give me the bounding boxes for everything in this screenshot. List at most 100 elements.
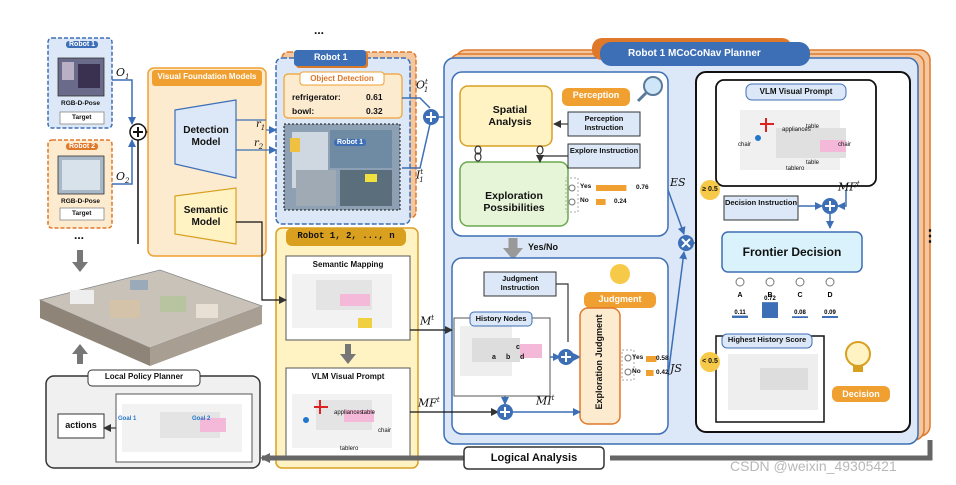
node-c: c [516,344,520,351]
perc-no-label: No [580,197,589,204]
od-item-1-value: 0.32 [366,106,383,116]
goal2-label: Goal 2 [192,416,211,422]
judg-no-bar [646,370,654,376]
option-value-D: 0.09 [824,310,836,316]
actions-label: actions [65,420,97,430]
lt-threshold: < 0.5 [702,358,718,365]
robot1-panel-title: Robot 1 [314,52,348,62]
vfm-title: Visual Foundation Models [157,72,257,81]
o1t-label: Ot1 [416,78,429,94]
map-chair-left: chair [738,142,752,148]
decision-mf-label: MFt [838,180,860,194]
map-tablero: tablero [786,166,805,172]
option-bar-A [732,315,748,318]
mi-label: MIt [536,394,555,408]
od-item-0-name: refrigerator: [292,92,341,102]
semantic-mapping-label: Semantic Mapping [312,260,384,269]
perc-yes-value: 0.76 [636,184,649,191]
exploration-judgment-label: Exploration Judgment [594,314,604,410]
robot2-card-label: Robot 2 [66,143,99,150]
node-b: b [506,354,511,361]
robot1-rgbd: RGB-D-Pose [61,100,101,107]
goal1-label: Goal 1 [118,416,137,422]
node-d: d [520,354,525,361]
map-chair: chair [838,142,852,148]
option-bar-C [792,316,808,318]
judgment-tag: Judgment [598,294,642,304]
option-bar-D [822,316,838,318]
perc-yes-bar [596,185,627,191]
judg-no-value: 0.42 [656,369,669,376]
robots-ellipsis: ... [74,228,85,242]
highest-history-label: Highest History Score [727,335,807,344]
option-marker-C [795,277,805,287]
shared-vlm-label: VLM Visual Prompt [311,372,385,381]
o2-label: O2 [116,170,130,186]
ge-threshold: ≥ 0.5 [702,186,718,193]
map-appliances: appliances [782,127,811,133]
judg-yes-bar [646,356,657,362]
od-item-0-value: 0.61 [366,92,383,102]
perception-tag: Perception [572,90,620,100]
od-title: Object Detection [310,74,374,83]
node-a: a [492,354,496,361]
mt-label: Mt [420,314,435,328]
map2-table: table [362,410,376,416]
js-label: JS [670,362,682,375]
option-value-A: 0.11 [734,310,746,316]
option-marker-A [735,277,745,287]
logical-analysis-label: Logical Analysis [490,452,578,464]
history-nodes-label: History Nodes [475,314,527,323]
i1t-label: It1 [416,168,424,184]
option-bar-B [762,302,778,318]
judg-yes-label: Yes [632,354,644,361]
shared-robots-title: Robot 1, 2, ..., n [297,231,395,241]
map-table2: table [806,160,820,166]
house-3d-image [38,269,264,366]
frontier-option-bars: A 0.11 B0.72 C 0.08 D 0.09 [732,277,838,318]
robot1-top-ellipsis: ... [314,23,325,37]
judg-yes-value: 0.58 [656,355,669,362]
explore-instruction: Explore Instruction [569,146,639,155]
map-table: table [806,124,820,130]
r2-label: r2 [254,138,264,151]
perception-probability-bars [596,185,627,205]
option-label-C: C [797,292,802,299]
planner-title: Robot 1 MCoCoNav Planner [628,48,761,59]
perception-instruction: Perception Instruction [584,114,624,132]
detection-model-label: Detection Model [183,125,229,148]
option-value-C: 0.08 [794,310,806,316]
perc-no-bar [596,199,606,205]
o1-label: O1 [116,66,130,82]
judg-no-label: No [632,368,641,375]
frontier-decision-label: Frontier Decision [742,245,842,259]
r1-label: r1 [256,119,266,132]
option-value-B: 0.72 [764,296,776,302]
judgment-instruction: Judgment Instruction [500,274,540,292]
yes-no-label: Yes/No [528,242,559,252]
option-marker-B [765,277,775,287]
robot2-target: Target [72,210,92,217]
robot1-target: Target [72,114,92,121]
watermark: CSDN @weixin_49305421 [730,458,897,474]
map2-chair: chair [378,428,392,434]
robot1-card-label: Robot 1 [66,41,99,48]
decision-instruction: Decision Instruction [724,198,798,207]
robot1-img-label: Robot 1 [334,139,367,146]
od-item-1-name: bowl: [292,106,315,116]
option-label-A: A [737,292,742,299]
option-marker-D [825,277,835,287]
spatial-analysis-label: Spatial Analysis [488,104,532,128]
map2-appliances: appliances [334,410,363,416]
option-label-B: B [767,292,772,299]
map2-tablero: tablero [340,446,359,452]
decision-vlm-title: VLM Visual Prompt [759,87,833,96]
perc-yes-label: Yes [580,183,592,190]
robot2-rgbd: RGB-D-Pose [61,198,101,205]
mft-label: MFt [418,396,440,410]
option-label-D: D [827,292,832,299]
local-policy-title: Local Policy Planner [104,372,184,381]
perc-no-value: 0.24 [614,198,627,205]
